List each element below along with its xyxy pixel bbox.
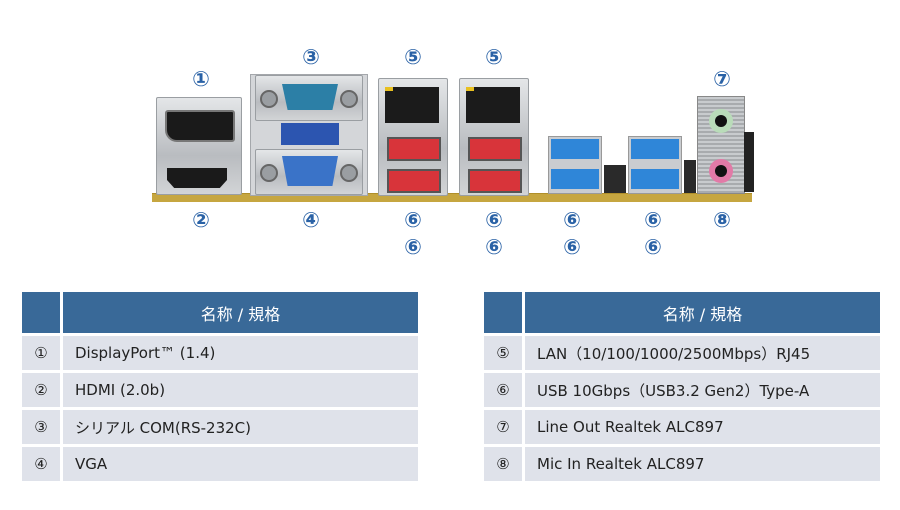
header-num-cell bbox=[484, 292, 525, 333]
callout-6: ⑥ bbox=[485, 208, 503, 232]
row-name: Line Out Realtek ALC897 bbox=[525, 410, 880, 444]
callout-4: ④ bbox=[302, 208, 320, 232]
lan-usb-stack-2 bbox=[459, 78, 529, 196]
row-name: HDMI (2.0b) bbox=[63, 373, 418, 407]
row-number: ① bbox=[22, 336, 63, 370]
row-name: USB 10Gbps（USB3.2 Gen2）Type-A bbox=[525, 373, 880, 407]
row-name: シリアル COM(RS-232C) bbox=[63, 410, 418, 444]
callout-3: ③ bbox=[302, 45, 320, 69]
rj45-connector bbox=[385, 87, 439, 123]
header-label: 名称 / 規格 bbox=[525, 292, 880, 333]
callout-1: ① bbox=[192, 67, 210, 91]
callout-5-a: ⑤ bbox=[404, 45, 422, 69]
callout-2: ② bbox=[192, 208, 210, 232]
row-name: VGA bbox=[63, 447, 418, 481]
row-number: ③ bbox=[22, 410, 63, 444]
com-vga-housing bbox=[250, 74, 368, 196]
callout-6: ⑥ bbox=[404, 235, 422, 259]
header-num-cell bbox=[22, 292, 63, 333]
row-number: ⑧ bbox=[484, 447, 525, 481]
row-name: Mic In Realtek ALC897 bbox=[525, 447, 880, 481]
callout-8: ⑧ bbox=[713, 208, 731, 232]
row-number: ② bbox=[22, 373, 63, 407]
usb-blue-port bbox=[551, 169, 599, 189]
callout-6: ⑥ bbox=[644, 235, 662, 259]
usb-blue-stack-1 bbox=[548, 136, 602, 194]
row-number: ⑦ bbox=[484, 410, 525, 444]
displayport-connector bbox=[165, 110, 235, 142]
usb-red-port bbox=[387, 169, 441, 193]
line-out-jack bbox=[709, 109, 733, 133]
hdmi-connector bbox=[167, 168, 227, 188]
usb-red-port bbox=[468, 137, 522, 161]
row-name: LAN（10/100/1000/2500Mbps）RJ45 bbox=[525, 336, 880, 370]
mic-in-jack bbox=[709, 159, 733, 183]
usb-blue-stack-2 bbox=[628, 136, 682, 194]
serial-com-connector bbox=[282, 84, 338, 110]
usb-blue-port bbox=[631, 139, 679, 159]
row-number: ⑤ bbox=[484, 336, 525, 370]
callout-6: ⑥ bbox=[563, 208, 581, 232]
callout-6: ⑥ bbox=[563, 235, 581, 259]
usb-red-port bbox=[387, 137, 441, 161]
row-name: DisplayPort™ (1.4) bbox=[63, 336, 418, 370]
callout-5-b: ⑤ bbox=[485, 45, 503, 69]
vga-connector bbox=[282, 156, 338, 186]
callout-7: ⑦ bbox=[713, 67, 731, 91]
callout-6: ⑥ bbox=[404, 208, 422, 232]
audio-jack-housing bbox=[697, 96, 745, 194]
motherboard-edge bbox=[152, 193, 752, 202]
row-number: ④ bbox=[22, 447, 63, 481]
header-label: 名称 / 規格 bbox=[63, 292, 418, 333]
row-number: ⑥ bbox=[484, 373, 525, 407]
lan-usb-stack-1 bbox=[378, 78, 448, 196]
usb-blue-port bbox=[631, 169, 679, 189]
rj45-connector bbox=[466, 87, 520, 123]
callout-6: ⑥ bbox=[485, 235, 503, 259]
usb-red-port bbox=[468, 169, 522, 193]
callout-6: ⑥ bbox=[644, 208, 662, 232]
usb-blue-port bbox=[551, 139, 599, 159]
dp-hdmi-housing bbox=[156, 97, 242, 195]
